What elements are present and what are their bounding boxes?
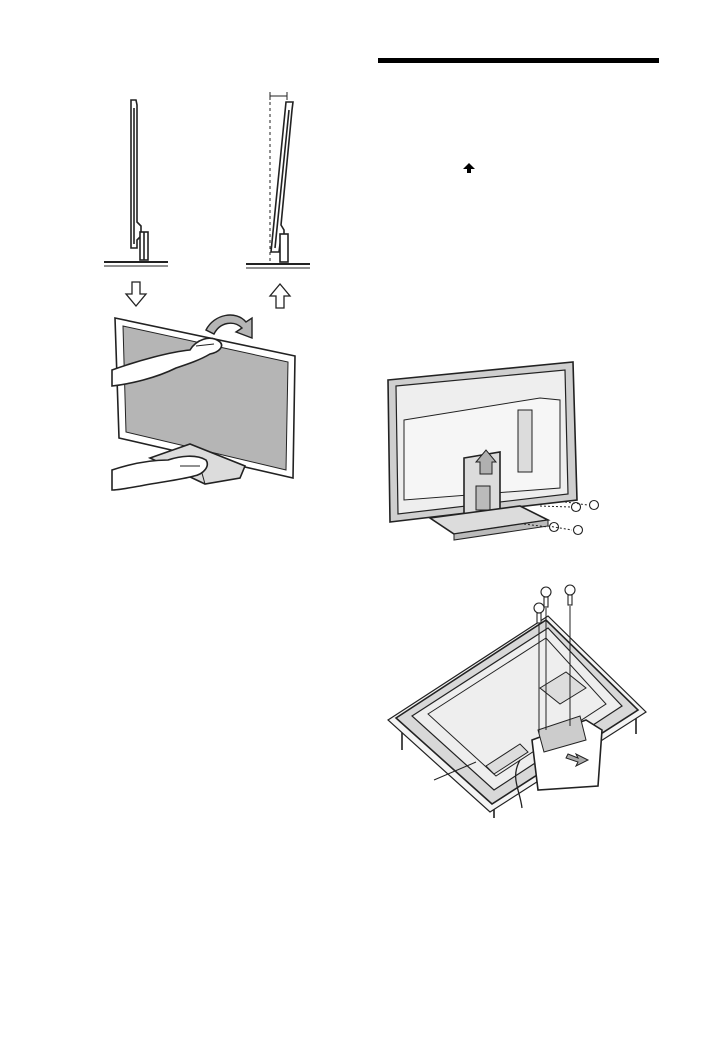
up-arrow-icon [462,161,476,175]
section-heading-rule [378,58,659,63]
